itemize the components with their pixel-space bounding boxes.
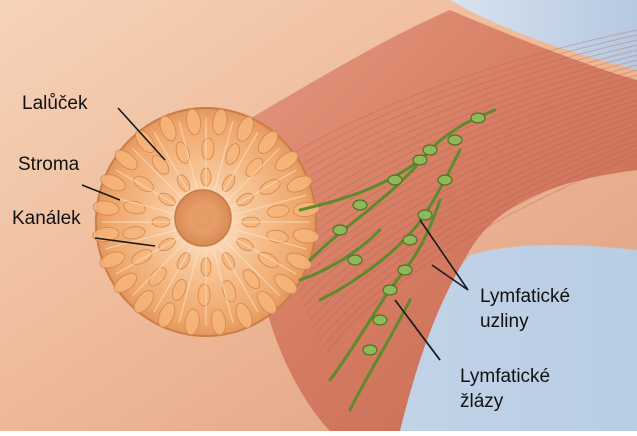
lymph-node xyxy=(403,235,417,245)
lymph-node xyxy=(373,315,387,325)
lymph-node xyxy=(388,175,402,185)
lymph-node xyxy=(448,135,462,145)
label-lymph-nodes-line1: Lymfatické xyxy=(480,286,570,308)
label-lobule: Lalůček xyxy=(22,93,88,115)
label-lymph-nodes-line2: uzliny xyxy=(480,311,529,333)
lymph-node xyxy=(398,265,412,275)
lymph-node xyxy=(413,155,427,165)
gland-lobule xyxy=(198,284,211,306)
label-lymph-glands-line1: Lymfatické xyxy=(460,366,550,388)
lymph-node xyxy=(383,285,397,295)
lymph-node xyxy=(471,113,485,123)
lymph-node xyxy=(333,225,347,235)
label-duct: Kanálek xyxy=(12,208,81,230)
label-stroma: Stroma xyxy=(18,154,79,176)
gland-lobule xyxy=(202,138,215,160)
mammary-gland xyxy=(92,108,320,336)
lymph-node xyxy=(418,210,432,220)
lymph-node xyxy=(423,145,437,155)
lymph-node xyxy=(438,175,452,185)
lymph-node xyxy=(363,345,377,355)
lymph-node xyxy=(353,200,367,210)
lymph-node xyxy=(348,255,362,265)
label-lymph-glands-line2: žlázy xyxy=(460,391,503,413)
